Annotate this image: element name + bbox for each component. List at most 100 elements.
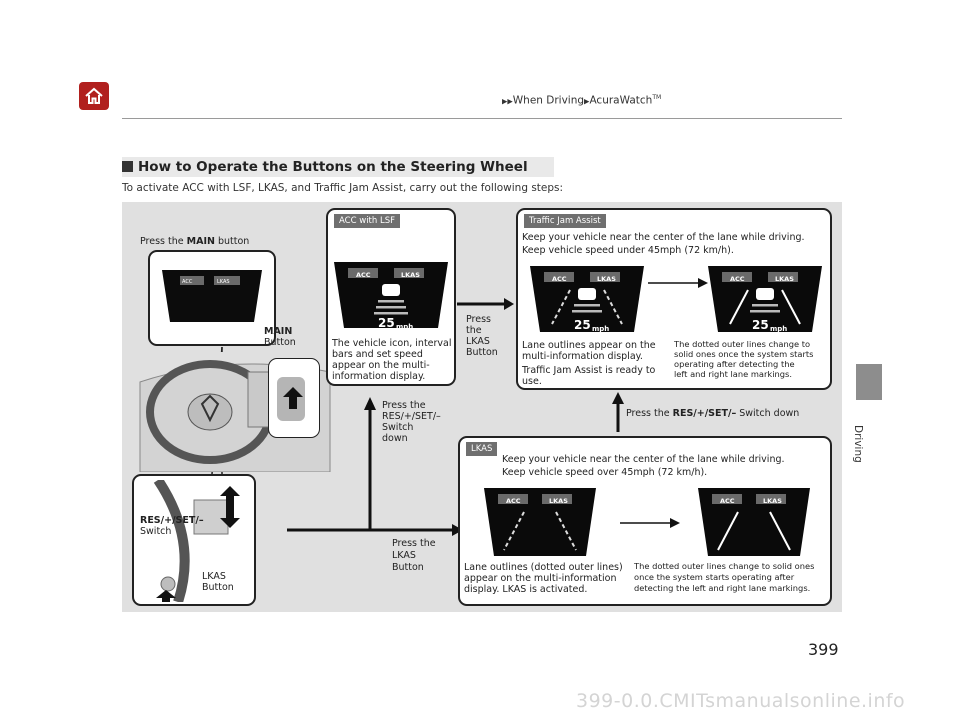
- tja-desc1-1: Lane outlines appear on the: [522, 340, 656, 351]
- tja-head-1: Keep your vehicle near the center of the…: [522, 232, 805, 243]
- tja-desc1-2: multi-information display.: [522, 351, 643, 362]
- tja-display-2: [708, 266, 822, 332]
- lkas-desc1-3: display. LKAS is activated.: [464, 584, 588, 595]
- lkas-display-2: [698, 488, 810, 556]
- tja-head-2: Keep vehicle speed under 45mph (72 km/h)…: [522, 245, 734, 256]
- press-main-bold: MAIN: [186, 236, 215, 247]
- acc-desc-2: bars and set speed: [332, 349, 423, 360]
- acc-display: [334, 262, 448, 328]
- section-title: How to Operate the Buttons on the Steeri…: [138, 159, 528, 175]
- res-switch-label: RES/+/SET/–: [140, 515, 204, 526]
- lkas-label: LKAS: [401, 271, 420, 279]
- tja-desc1-4: use.: [522, 376, 542, 387]
- press-main-suffix: button: [214, 236, 250, 247]
- tja-desc2-4: left and right lane markings.: [674, 369, 793, 379]
- press-res-2: RES/+/SET/–: [382, 411, 441, 422]
- acc-lsf-tag: ACC with LSF: [334, 214, 400, 228]
- lkas-desc2-2: once the system starts operating after: [634, 572, 795, 582]
- arrowhead: [452, 524, 463, 536]
- lkas-acc-label-2: ACC: [720, 497, 735, 505]
- lkas-button-label-2: Button: [202, 582, 234, 593]
- press-lkas-4: Button: [466, 347, 498, 358]
- lower-wheel-illustration: [153, 480, 240, 602]
- arrowhead: [364, 397, 376, 410]
- press-lkas2-1: Press the: [392, 538, 436, 549]
- press-arrow-icon: [283, 387, 303, 409]
- set-speed: 25: [378, 316, 395, 330]
- lkas-lkas-label-2: LKAS: [763, 497, 782, 505]
- acc-desc-1: The vehicle icon, interval: [332, 338, 452, 349]
- acc-desc-4: information display.: [332, 371, 426, 382]
- lkas-desc2-3: detecting the left and right lane markin…: [634, 583, 811, 593]
- header-divider: [122, 118, 842, 119]
- press-lkas2-3: Button: [392, 562, 424, 573]
- lkas-desc1-2: appear on the multi-information: [464, 573, 617, 584]
- traffic-jam-assist-box: Traffic Jam Assist Keep your vehicle nea…: [516, 208, 832, 390]
- breadcrumb-separator: ▶: [584, 97, 590, 106]
- lkas-lkas-label-1: LKAS: [549, 497, 568, 505]
- press-lkas-1: Press: [466, 314, 492, 325]
- arrowhead: [612, 392, 624, 404]
- arrowhead: [504, 298, 514, 310]
- tja-acc-label-2: ACC: [730, 275, 745, 283]
- tja-lkas-label-2: LKAS: [775, 275, 794, 283]
- press-res-4: down: [382, 433, 408, 444]
- tja-desc2-2: solid ones once the system starts: [674, 349, 814, 359]
- breadcrumb-item-acurawatch[interactable]: AcuraWatch: [589, 94, 653, 107]
- res-lkas-inset: [132, 474, 256, 606]
- press-lkas2-2: LKAS: [392, 550, 416, 561]
- lkas-head-2: Keep vehicle speed over 45mph (72 km/h).: [502, 467, 708, 478]
- heading-square-icon: [122, 161, 133, 172]
- lkas-head-1: Keep your vehicle near the center of the…: [502, 454, 785, 465]
- mini-display: [162, 270, 262, 322]
- main-button-label-2: Button: [264, 337, 296, 348]
- tja-speed-2: 25: [752, 318, 769, 332]
- press-res-down-suffix: Switch down: [736, 408, 800, 419]
- breadcrumb: ▶▶When Driving▶AcuraWatchTM: [502, 94, 661, 107]
- tja-lkas-label-1: LKAS: [597, 275, 616, 283]
- lkas-box: LKAS Keep your vehicle near the center o…: [458, 436, 832, 606]
- lkas-transition-arrow: [620, 518, 680, 528]
- tja-desc1-3: Traffic Jam Assist is ready to: [522, 365, 656, 376]
- lkas-tag: LKAS: [466, 442, 498, 456]
- lkas-display-1: [484, 488, 596, 556]
- acc-desc-3: appear on the multi-: [332, 360, 430, 371]
- watermark: 399-0.0.CMITsmanualsonline.info: [576, 690, 906, 712]
- lkas-button-label: LKAS: [202, 571, 226, 582]
- tja-acc-label-1: ACC: [552, 275, 567, 283]
- main-button-zoom: [268, 358, 320, 438]
- illustration-panel: ACC LKAS Press the MAIN button MAIN Butt…: [122, 202, 842, 612]
- tja-desc2-3: operating after detecting the: [674, 359, 795, 369]
- tja-tag: Traffic Jam Assist: [524, 214, 606, 228]
- breadcrumb-arrows: ▶▶: [502, 97, 513, 106]
- page-number: 399: [808, 640, 839, 659]
- press-res-down-prefix: Press the: [626, 408, 673, 419]
- mini-lkas-label: LKAS: [217, 279, 230, 285]
- lkas-desc1-1: Lane outlines (dotted outer lines): [464, 562, 623, 573]
- acc-lsf-box: ACC with LSF ACC LKAS 25 mph The vehicle…: [326, 208, 456, 386]
- lkas-acc-label-1: ACC: [506, 497, 521, 505]
- tja-unit-2: mph: [770, 325, 788, 333]
- press-res-down-caption: Press the RES/+/SET/– Switch down: [626, 408, 799, 419]
- speed-unit: mph: [396, 323, 414, 331]
- press-lkas-2: the: [466, 325, 482, 336]
- press-main-prefix: Press the: [140, 236, 187, 247]
- press-main-caption: Press the MAIN button: [140, 236, 249, 247]
- tja-unit-1: mph: [592, 325, 610, 333]
- press-lkas-3: LKAS: [466, 336, 490, 347]
- intro-text: To activate ACC with LSF, LKAS, and Traf…: [122, 182, 564, 194]
- chapter-label: Driving: [852, 425, 864, 463]
- tja-display-1: [530, 266, 644, 332]
- home-icon[interactable]: [79, 82, 109, 110]
- breadcrumb-item-when-driving[interactable]: When Driving: [512, 94, 585, 107]
- res-switch-label-2: Switch: [140, 526, 172, 537]
- trademark: TM: [652, 94, 662, 101]
- main-button-inset: ACC LKAS: [148, 250, 276, 346]
- tja-desc2-1: The dotted outer lines change to: [674, 339, 811, 349]
- press-res-down-bold: RES/+/SET/–: [672, 408, 737, 419]
- tja-transition-arrow: [648, 278, 708, 288]
- press-res-3: Switch: [382, 422, 414, 433]
- section-heading: How to Operate the Buttons on the Steeri…: [122, 157, 554, 177]
- lkas-desc2-1: The dotted outer lines change to solid o…: [634, 561, 815, 571]
- chapter-tab[interactable]: [856, 364, 882, 400]
